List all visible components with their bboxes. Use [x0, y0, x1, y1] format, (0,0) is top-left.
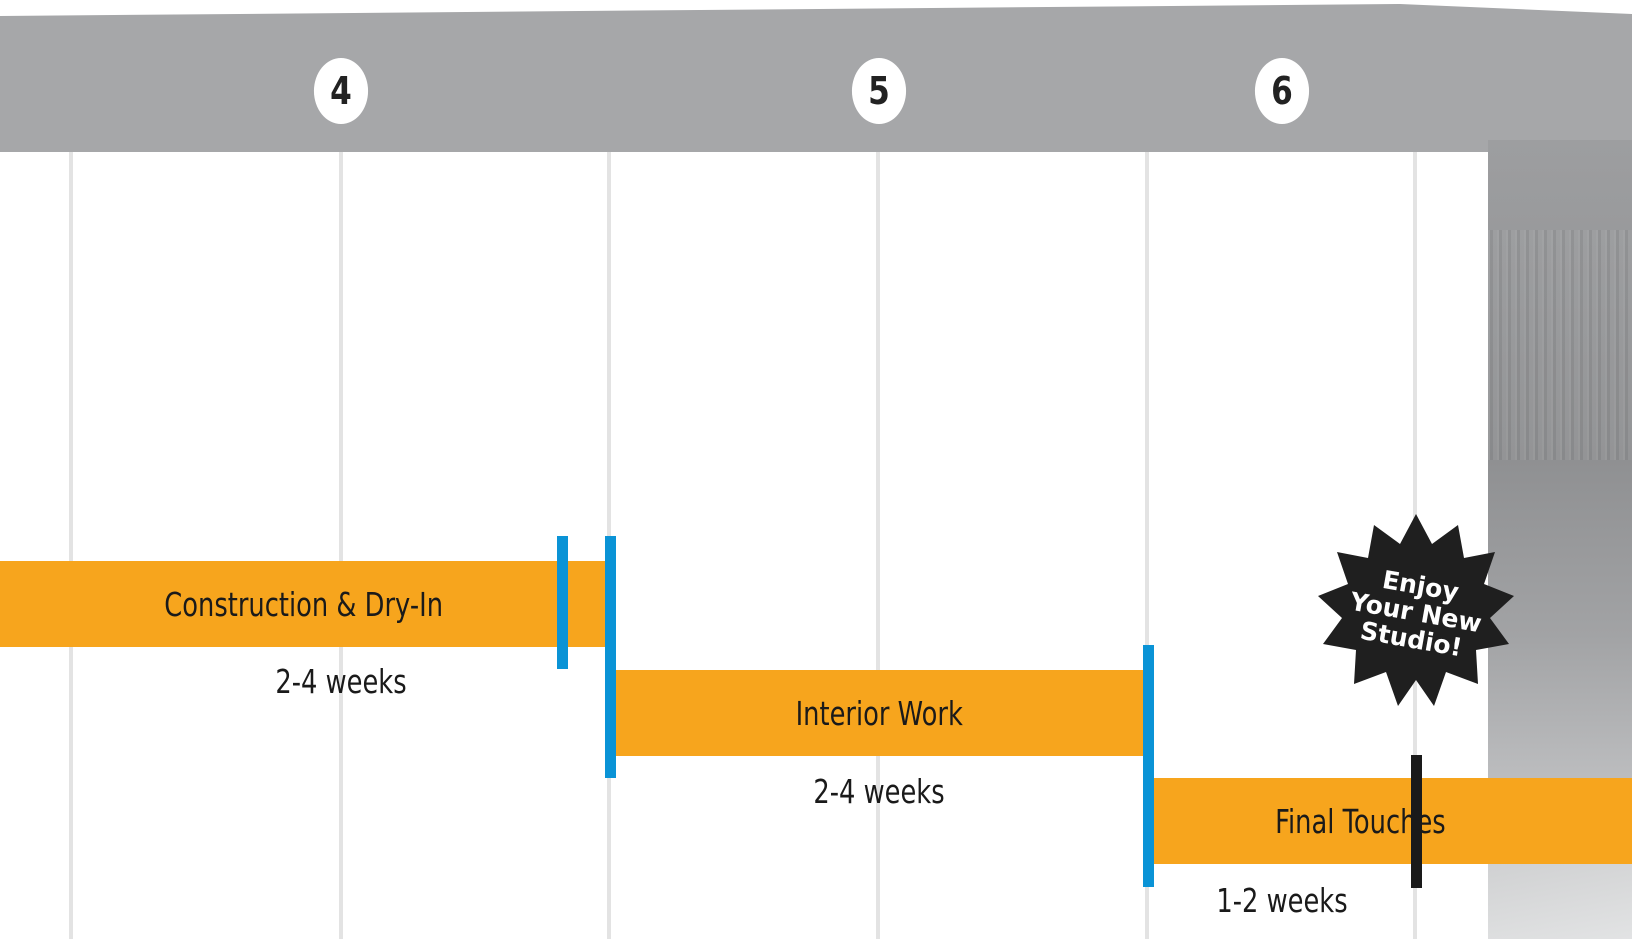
gridline: [69, 152, 73, 939]
phase-duration-interior: 2-4 weeks: [813, 772, 945, 811]
enjoy-badge: Enjoy Your New Studio!: [1318, 514, 1514, 710]
phase-duration-final-touches: 1-2 weeks: [1216, 881, 1348, 920]
phase-bar-interior: Interior Work: [611, 670, 1147, 756]
phase-bar-construction: Construction & Dry-In: [0, 561, 607, 647]
gridline: [876, 152, 880, 939]
week-marker-4: 4: [313, 58, 369, 124]
milestone-tick: [605, 536, 616, 778]
completion-tick: [1411, 755, 1422, 888]
phase-label-interior: Interior Work: [795, 693, 963, 733]
gridline: [1145, 152, 1149, 939]
timeline-header: [0, 4, 1632, 152]
gridline: [339, 152, 343, 939]
phase-duration-construction: 2-4 weeks: [275, 662, 407, 701]
milestone-tick: [557, 536, 568, 669]
week-marker-6: 6: [1254, 58, 1310, 124]
background-photo-texture: [1488, 230, 1632, 460]
phase-bar-overflow: [1568, 778, 1632, 864]
week-marker-5: 5: [851, 58, 907, 124]
starburst-icon: [1318, 514, 1514, 706]
milestone-tick: [1143, 645, 1154, 887]
phase-bar-final-touches: Final Touches: [1152, 778, 1568, 864]
badge-text: Enjoy Your New Studio!: [1302, 498, 1529, 725]
phase-label-construction: Construction & Dry-In: [164, 584, 443, 624]
